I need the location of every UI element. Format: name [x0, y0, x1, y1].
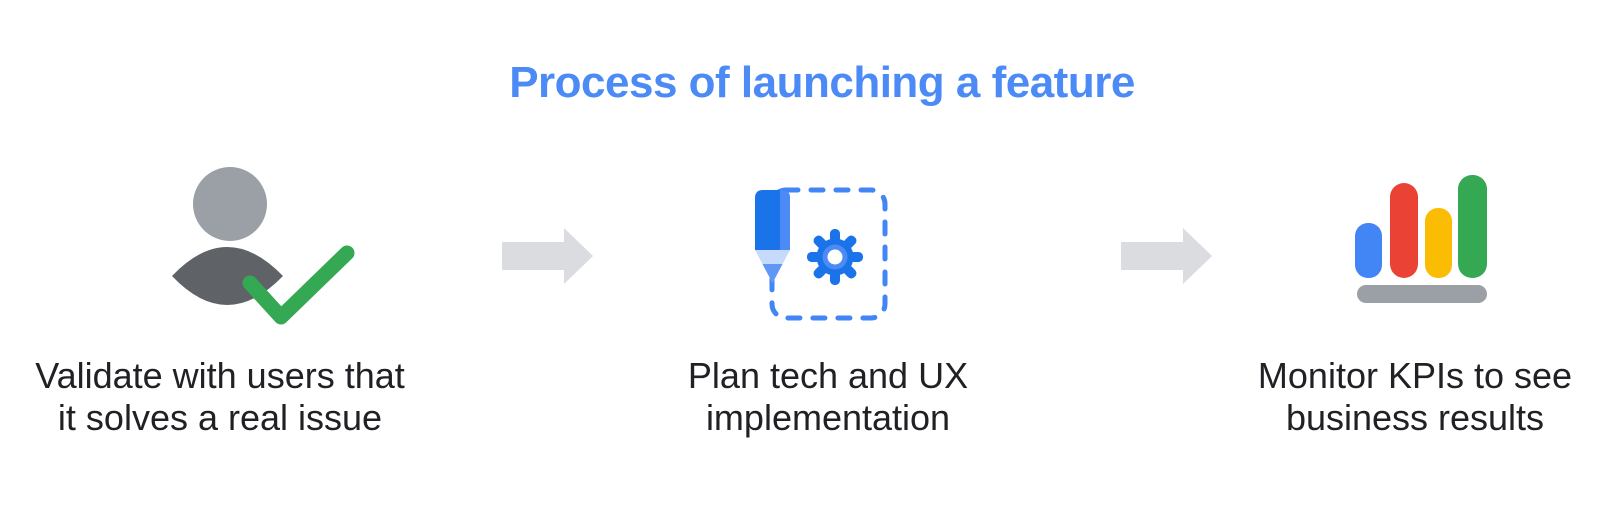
arrow-shape [502, 228, 593, 284]
caption-line: business results [1285, 397, 1545, 438]
pencil-icon [755, 190, 790, 283]
step-caption-plan: Plan tech and UX implementation [640, 355, 1016, 439]
step-caption-monitor: Monitor KPIs to see business results [1215, 355, 1600, 439]
chart-base [1357, 285, 1487, 303]
caption-line: Validate with users that [35, 355, 405, 396]
gear-center-hole [827, 249, 843, 265]
caption-line: it solves a real issue [57, 397, 383, 438]
person-head [193, 167, 267, 241]
bar-chart-icon [1355, 175, 1487, 303]
caption-line: Plan tech and UX [687, 355, 969, 396]
caption-line: Monitor KPIs to see [1257, 355, 1573, 396]
arrow-shape [1121, 228, 1212, 284]
pencil-gear-icon [755, 187, 888, 321]
bar-red [1390, 183, 1418, 278]
user-check-icon [172, 167, 355, 325]
page-title: Process of launching a feature [509, 58, 1135, 107]
arrow-right-icon [502, 228, 593, 284]
step-caption-validate: Validate with users that it solves a rea… [20, 355, 420, 439]
pencil-body-highlight [780, 190, 790, 250]
bar-yellow [1425, 208, 1452, 278]
pencil-tip [762, 264, 783, 283]
checkmark-icon [242, 245, 355, 325]
caption-line: implementation [705, 397, 951, 438]
gear-icon [807, 229, 863, 285]
bar-blue [1355, 223, 1382, 278]
bar-green [1458, 175, 1487, 278]
arrow-right-icon [1121, 228, 1212, 284]
